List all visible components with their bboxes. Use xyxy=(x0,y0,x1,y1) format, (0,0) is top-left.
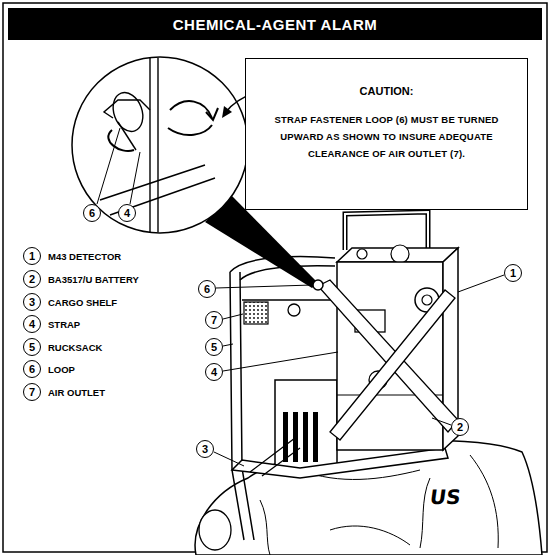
callout-number: 2 xyxy=(451,418,469,436)
callout-number: 7 xyxy=(205,311,223,329)
callout-text: 7 xyxy=(29,387,35,398)
callout-text: 2 xyxy=(29,274,35,285)
callout-text: 1 xyxy=(29,251,35,262)
callout-text: 5 xyxy=(211,342,217,353)
callout-number: 1 xyxy=(504,264,522,282)
callout-text: 4 xyxy=(124,208,130,219)
callout-text: 7 xyxy=(211,315,217,326)
callout-number: 6 xyxy=(198,280,216,298)
callout-number: 6 xyxy=(23,360,41,378)
handle xyxy=(345,212,428,250)
callout-number: 7 xyxy=(23,383,41,401)
strap xyxy=(318,280,458,440)
air-outlet xyxy=(244,302,268,324)
part-name: AIR OUTLET xyxy=(48,387,105,398)
part-name: STRAP xyxy=(48,319,80,330)
caution-text: STRAP FASTENER LOOP (6) MUST BE TURNED U… xyxy=(256,111,517,162)
callout-text: 6 xyxy=(204,284,210,295)
callout-number: 4 xyxy=(23,315,41,333)
callout-number: 6 xyxy=(83,204,101,222)
bag-marking: US xyxy=(428,485,462,509)
part-name: LOOP xyxy=(48,364,75,375)
callout-number: 5 xyxy=(205,338,223,356)
callout-number: 4 xyxy=(205,363,223,381)
title-text: CHEMICAL-AGENT ALARM xyxy=(173,16,377,33)
callout-text: 2 xyxy=(457,422,463,433)
battery xyxy=(275,380,337,472)
part-name: RUCKSACK xyxy=(48,342,102,353)
callout-number: 2 xyxy=(23,270,41,288)
callout-text: 1 xyxy=(510,268,516,279)
callout-text: 4 xyxy=(211,367,217,378)
caution-box: CAUTION: STRAP FASTENER LOOP (6) MUST BE … xyxy=(245,58,528,210)
zoom-circle xyxy=(72,57,248,233)
shelf-strap xyxy=(250,438,300,476)
part-name: M43 DETECTOR xyxy=(48,251,121,262)
callout-text: 4 xyxy=(29,319,35,330)
callout-number: 3 xyxy=(196,440,214,458)
caution-heading: CAUTION: xyxy=(256,85,517,97)
detector-cap xyxy=(357,249,367,259)
loop xyxy=(313,280,323,290)
callout-text: 3 xyxy=(29,297,35,308)
callout-text: 6 xyxy=(89,208,95,219)
callout-number: 4 xyxy=(118,204,136,222)
battery-slots xyxy=(283,412,318,462)
callout-text: 5 xyxy=(29,342,35,353)
knob xyxy=(288,304,300,316)
detector-cap xyxy=(391,245,409,263)
title-bar: CHEMICAL-AGENT ALARM xyxy=(8,8,542,40)
arrow-head xyxy=(222,106,232,118)
callout-text: 6 xyxy=(29,364,35,375)
part-name: BA3517/U BATTERY xyxy=(48,274,139,285)
callout-number: 1 xyxy=(23,247,41,265)
detector-dial xyxy=(422,295,432,305)
part-name: CARGO SHELF xyxy=(48,297,117,308)
canteen xyxy=(199,510,231,550)
callout-number: 5 xyxy=(23,338,41,356)
callout-text: 3 xyxy=(202,444,208,455)
zoom-detail xyxy=(100,58,218,232)
callout-number: 3 xyxy=(23,293,41,311)
handle xyxy=(345,212,428,250)
